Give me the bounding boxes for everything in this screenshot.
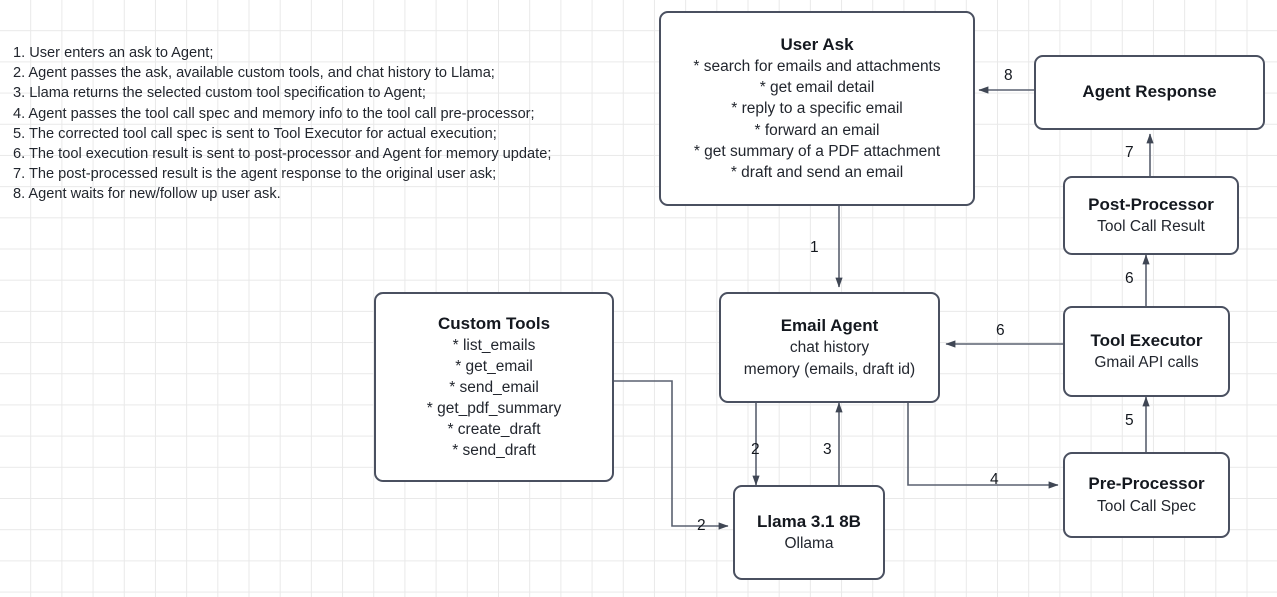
node-pre-processor[interactable]: Pre-Processor Tool Call Spec [1063,452,1230,538]
node-llama[interactable]: Llama 3.1 8B Ollama [733,485,885,580]
node-pre-processor-title: Pre-Processor [1088,474,1205,494]
process-step: 4. Agent passes the tool call spec and m… [13,105,535,122]
process-step: 6. The tool execution result is sent to … [13,146,552,163]
node-user-ask-line: * search for emails and attachments [693,58,941,76]
node-llama-line: Ollama [784,535,834,552]
process-step: 7. The post-processed result is the agen… [13,166,497,183]
node-email-agent-line: chat history [789,339,870,357]
node-custom-tools[interactable]: Custom Tools * list_emails * get_email *… [374,292,614,482]
node-custom-tools-line: * list_emails [452,336,536,354]
edge-label-8: 8 [1004,67,1013,84]
node-user-ask-line: * forward an email [754,121,880,139]
process-step: 3. Llama returns the selected custom too… [13,85,426,102]
process-step: 1. User enters an ask to Agent; [13,45,214,61]
node-custom-tools-line: * get_pdf_summary [426,400,562,418]
process-step: 5. The corrected tool call spec is sent … [13,125,497,142]
process-step: 8. Agent waits for new/follow up user as… [13,186,281,203]
node-tool-executor-line: Gmail API calls [1094,354,1199,371]
node-tool-executor[interactable]: Tool Executor Gmail API calls [1063,306,1230,397]
connector-2-tools-llama [614,380,729,530]
edge-label-2-agent-llama: 2 [751,441,760,458]
node-pre-processor-line: Tool Call Spec [1096,497,1197,515]
node-custom-tools-line: * get_email [455,357,533,375]
node-user-ask-line: * draft and send an email [730,163,904,181]
node-custom-tools-line: * send_email [449,378,539,396]
process-step-list: 1. User enters an ask to Agent; 2. Agent… [13,43,551,205]
edge-label-2-tools-llama: 2 [697,517,706,534]
node-custom-tools-title: Custom Tools [437,313,551,333]
node-agent-response[interactable]: Agent Response [1034,55,1265,130]
node-user-ask-title: User Ask [780,35,854,55]
node-post-processor[interactable]: Post-Processor Tool Call Result [1063,176,1239,255]
edge-label-6-executor-post: 6 [1125,270,1134,287]
edge-label-3: 3 [823,441,832,458]
node-email-agent[interactable]: Email Agent chat history memory (emails,… [719,292,940,403]
node-user-ask-line: * reply to a specific email [731,100,903,118]
node-email-agent-title: Email Agent [780,316,879,336]
node-post-processor-line: Tool Call Result [1097,218,1205,235]
node-post-processor-title: Post-Processor [1088,194,1214,214]
node-email-agent-line: memory (emails, draft id) [743,360,916,378]
node-custom-tools-line: * send_draft [452,442,536,460]
node-llama-title: Llama 3.1 8B [757,511,861,531]
node-user-ask-line: * get summary of a PDF attachment [693,142,941,160]
process-step: 2. Agent passes the ask, available custo… [13,65,495,82]
edge-label-1: 1 [810,239,819,256]
edge-label-5: 5 [1125,412,1134,429]
node-user-ask-line: * get email detail [759,79,875,97]
node-custom-tools-line: * create_draft [447,421,541,439]
node-tool-executor-title: Tool Executor [1090,330,1203,350]
edge-label-4: 4 [990,471,999,488]
node-user-ask[interactable]: User Ask * search for emails and attachm… [659,11,975,206]
edge-label-7: 7 [1125,144,1134,161]
edge-label-6-executor-agent: 6 [996,322,1005,339]
connector-4 [907,403,1059,489]
node-agent-response-title: Agent Response [1082,82,1217,102]
